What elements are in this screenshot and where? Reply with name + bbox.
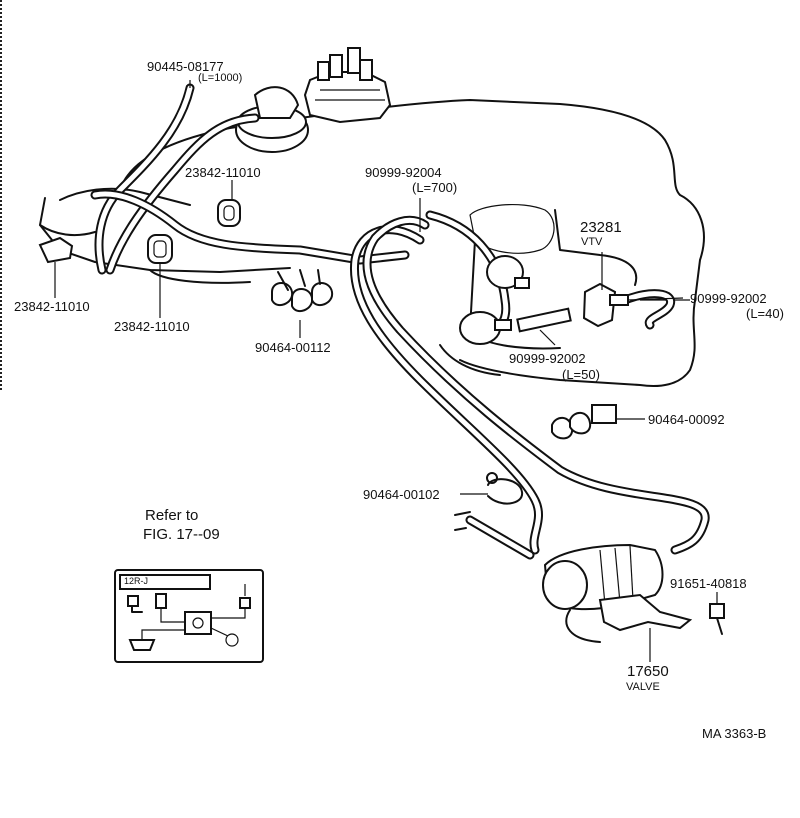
clip-23842-11010-left bbox=[38, 236, 74, 264]
label-90445-08177-length: (L=1000) bbox=[198, 72, 243, 84]
vacuum-units-carburetor bbox=[459, 255, 530, 345]
label-90464-00092: 90464-00092 bbox=[648, 412, 725, 427]
hose-manifold-run bbox=[90, 189, 410, 265]
clip-23842-11010-top bbox=[217, 199, 241, 227]
label-17650: 17650 bbox=[627, 663, 669, 680]
hose-90999-92004 bbox=[349, 210, 710, 555]
drawing-code: MA 3363-B bbox=[702, 726, 767, 741]
label-90464-00112: 90464-00112 bbox=[255, 340, 331, 355]
clip-90464-00102 bbox=[486, 472, 524, 505]
page-edge-perforation bbox=[0, 0, 5, 390]
refer-figure-number: FIG. 17--09 bbox=[143, 526, 220, 543]
label-90999-92004: 90999-92004 bbox=[365, 165, 442, 180]
label-90999-92002-right-length: (L=40) bbox=[746, 306, 784, 321]
label-23281-vtv: VTV bbox=[581, 236, 603, 248]
clip-90464-00092 bbox=[551, 404, 617, 440]
label-90999-92002-right: 90999-92002 bbox=[690, 291, 767, 306]
label-90999-92004-length: (L=700) bbox=[412, 180, 458, 195]
label-23281: 23281 bbox=[580, 219, 622, 236]
label-90999-92002-mid: 90999-92002 bbox=[509, 351, 586, 366]
hose-short-pieces bbox=[454, 289, 676, 560]
reference-inset-box bbox=[114, 569, 264, 663]
label-23842-11010-top: 23842-11010 bbox=[185, 165, 261, 180]
label-90464-00102: 90464-00102 bbox=[363, 487, 440, 502]
inset-header-text: 12R-J bbox=[124, 576, 149, 586]
label-90999-92002-mid-length: (L=50) bbox=[562, 367, 600, 382]
distributor-cap bbox=[303, 47, 392, 124]
valve-17650 bbox=[542, 543, 693, 643]
label-91651-40818: 91651-40818 bbox=[670, 576, 747, 591]
label-17650-valve: VALVE bbox=[626, 681, 660, 693]
label-90445-08177: 90445-08177 bbox=[147, 59, 224, 74]
bolt-91651-40818 bbox=[709, 603, 725, 635]
clip-90464-00112 bbox=[271, 269, 334, 313]
label-23842-11010-left: 23842-11010 bbox=[14, 299, 90, 314]
label-23842-11010-mid: 23842-11010 bbox=[114, 319, 190, 334]
clip-23842-11010-mid bbox=[147, 234, 173, 264]
hose-90445-08177 bbox=[94, 83, 260, 275]
vtv-23281 bbox=[582, 282, 629, 328]
leader-lines bbox=[54, 80, 718, 662]
refer-to-text: Refer to bbox=[145, 507, 199, 524]
